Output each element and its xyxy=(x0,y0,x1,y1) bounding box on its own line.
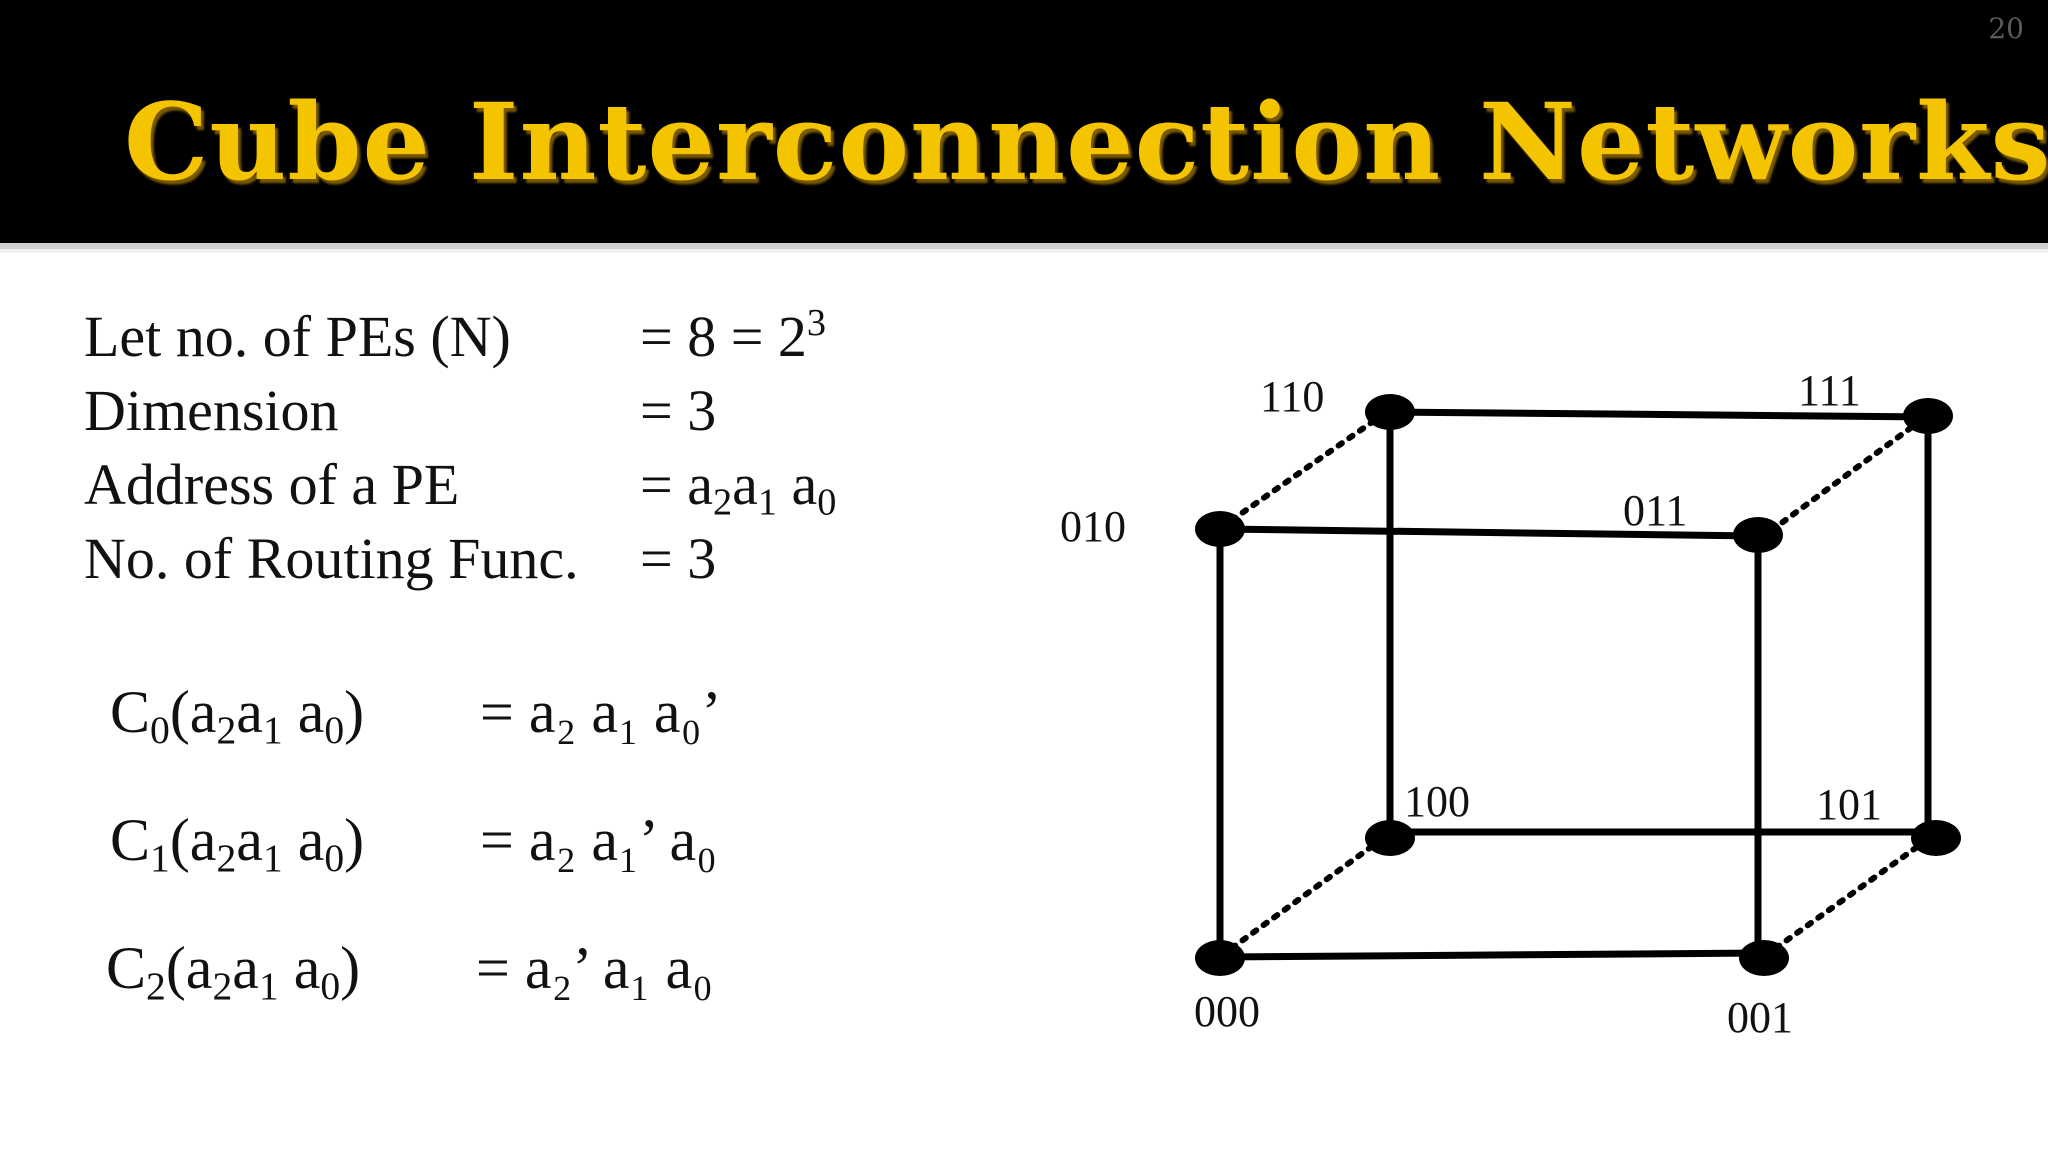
function-rhs: = a₂ a₁’ a₀ xyxy=(480,807,718,873)
cube-solid-edges xyxy=(1216,408,1936,961)
cube-node-labels: 110 111 010 011 100 101 000 001 xyxy=(1060,366,1882,1042)
label-100: 100 xyxy=(1404,777,1470,826)
node-111 xyxy=(1903,398,1953,434)
node-100 xyxy=(1365,820,1415,856)
edge-000-100 xyxy=(1229,839,1381,951)
slide-number: 20 xyxy=(1988,12,2024,45)
function-lhs: C2(a2a1 a0) xyxy=(106,935,361,1009)
edge-011-111 xyxy=(1769,421,1919,533)
spec-label: Dimension xyxy=(84,378,339,443)
node-011 xyxy=(1733,517,1783,553)
spec-value: = 3 xyxy=(640,526,717,591)
title-divider-light xyxy=(0,249,2048,253)
label-010: 010 xyxy=(1060,502,1126,551)
label-110: 110 xyxy=(1260,372,1324,421)
cube-nodes xyxy=(1195,394,1961,976)
node-010 xyxy=(1195,511,1245,547)
label-000: 000 xyxy=(1194,987,1260,1036)
edge-000-001 xyxy=(1219,949,1765,961)
spec-label: Let no. of PEs (N) xyxy=(84,304,511,369)
spec-value: = 3 xyxy=(640,378,717,443)
function-rhs: = a₂’ a₁ a₀ xyxy=(476,935,714,1001)
label-111: 111 xyxy=(1798,366,1861,415)
spec-label: Address of a PE xyxy=(84,452,460,517)
node-101 xyxy=(1911,820,1961,856)
node-110 xyxy=(1365,394,1415,430)
label-101: 101 xyxy=(1816,780,1882,829)
title-bar xyxy=(0,0,2048,243)
node-000 xyxy=(1195,940,1245,976)
spec-value: = 8 = 23 xyxy=(640,301,827,369)
slide-title: Cube Interconnection Networks xyxy=(124,79,2048,204)
function-rhs: = a₂ a₁ a₀’ xyxy=(480,679,722,745)
function-lhs: C0(a2a1 a0) xyxy=(110,679,365,753)
edge-010-011 xyxy=(1219,525,1759,540)
edge-010-110 xyxy=(1229,415,1381,523)
cube-dotted-edges xyxy=(1229,415,1927,951)
edge-001-101 xyxy=(1773,839,1927,951)
spec-value: = a2a1 a0 xyxy=(640,452,837,524)
spec-label: No. of Routing Func. xyxy=(84,526,579,591)
function-lhs: C1(a2a1 a0) xyxy=(110,807,365,881)
node-001 xyxy=(1739,940,1789,976)
label-011: 011 xyxy=(1623,486,1687,535)
label-001: 001 xyxy=(1727,993,1793,1042)
edge-110-111 xyxy=(1389,408,1929,421)
title-divider xyxy=(0,243,2048,249)
